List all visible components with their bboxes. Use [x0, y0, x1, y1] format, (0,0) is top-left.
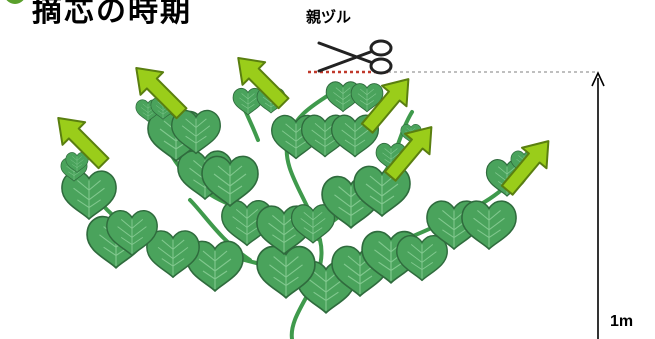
- main-vine-label: 親ヅル: [306, 8, 352, 26]
- title-bullet-icon: [4, 0, 26, 4]
- vine-leaf-icon: [201, 155, 259, 207]
- scissors-icon: [317, 39, 393, 75]
- height-label: 1m: [610, 313, 634, 330]
- diagram-title: 摘芯の時期: [4, 0, 192, 30]
- vine-leaf-icon: [396, 235, 448, 282]
- diagram-title-text: 摘芯の時期: [32, 0, 192, 29]
- height-arrow-icon: [591, 71, 605, 87]
- vine-leaf-icon: [461, 200, 517, 250]
